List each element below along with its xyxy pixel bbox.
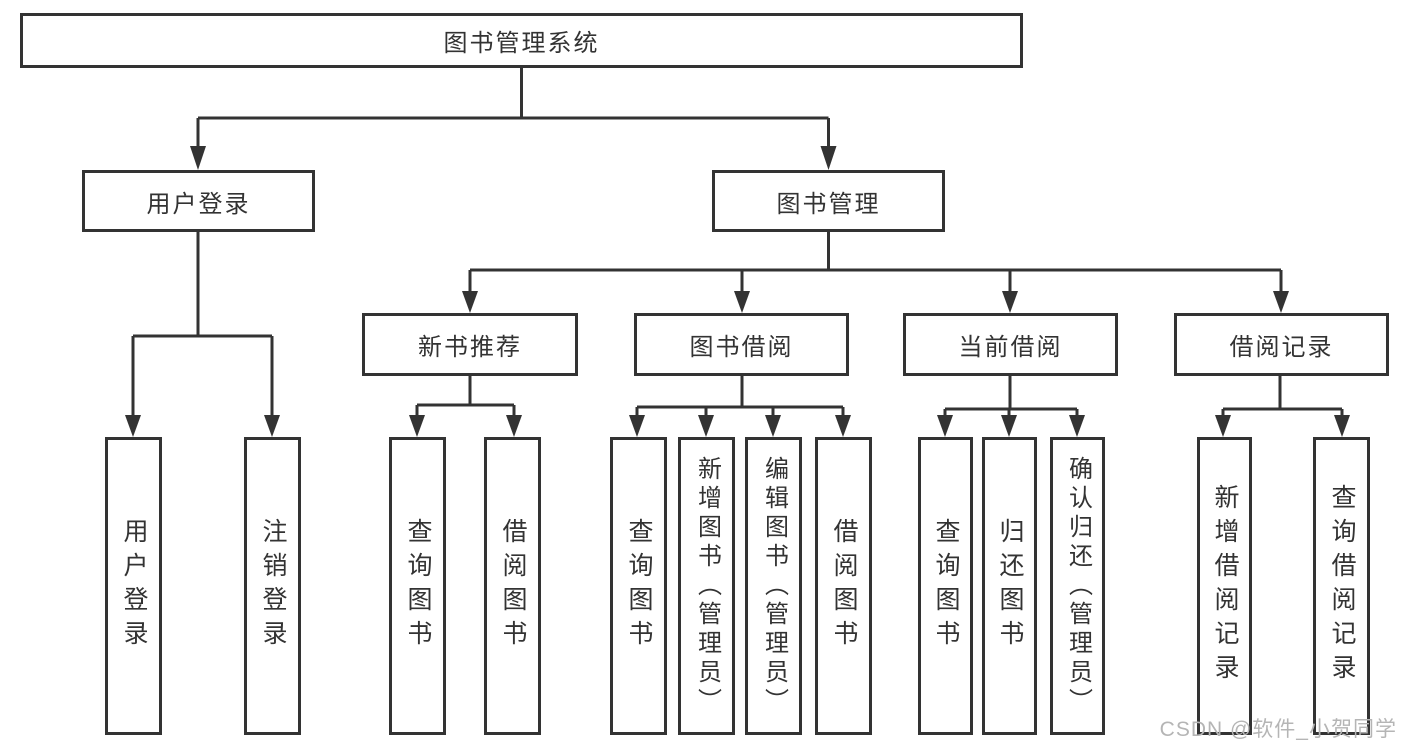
leaf-add-borrow-record: 新增借阅记录 xyxy=(1197,437,1252,735)
leaf-borrow-book-recommend: 借阅图书 xyxy=(484,437,541,735)
csdn-watermark: CSDN @软件_小贺同学 xyxy=(1159,718,1397,741)
connector-book-borrow-to-leaves xyxy=(629,376,851,437)
arrowhead xyxy=(629,415,645,437)
arrowhead xyxy=(1002,291,1018,313)
arrowhead xyxy=(1215,415,1231,437)
connector-borrow-records-to-leaves xyxy=(1215,376,1350,437)
node-current-borrow: 当前借阅 xyxy=(903,313,1118,376)
node-new-book-recommend: 新书推荐 xyxy=(362,313,578,376)
connector-new-book-recommend-to-leaves xyxy=(409,376,522,437)
arrowhead xyxy=(835,415,851,437)
arrowhead xyxy=(1069,415,1085,437)
leaf-logout: 注销登录 xyxy=(244,437,301,735)
leaf-edit-book-admin: 编辑图书（管理员） xyxy=(745,437,802,735)
leaf-add-book-admin: 新增图书（管理员） xyxy=(678,437,735,735)
connector-root-to-level2 xyxy=(190,68,837,170)
leaf-query-borrow-record: 查询借阅记录 xyxy=(1313,437,1370,735)
leaf-query-book-borrow: 查询图书 xyxy=(610,437,667,735)
leaf-borrow-book: 借阅图书 xyxy=(815,437,872,735)
arrowhead xyxy=(125,415,141,437)
connector-user-login-to-leaves xyxy=(125,232,280,437)
arrowhead xyxy=(820,146,837,170)
arrowhead xyxy=(734,291,750,313)
leaf-query-book-recommend: 查询图书 xyxy=(389,437,446,735)
connector-current-borrow-to-leaves xyxy=(937,376,1085,437)
leaf-query-book-current: 查询图书 xyxy=(918,437,973,735)
arrowhead xyxy=(1273,291,1289,313)
arrowhead xyxy=(765,415,781,437)
arrowhead xyxy=(1001,415,1017,437)
arrowhead xyxy=(409,415,425,437)
leaf-return-book: 归还图书 xyxy=(982,437,1037,735)
arrowhead xyxy=(190,146,206,170)
node-book-borrow: 图书借阅 xyxy=(634,313,849,376)
arrowhead xyxy=(506,415,522,437)
connector-book-management-to-level3 xyxy=(462,232,1289,313)
arrowhead xyxy=(462,291,478,313)
leaf-confirm-return-admin: 确认归还（管理员） xyxy=(1050,437,1105,735)
arrowhead xyxy=(1334,415,1350,437)
leaf-user-login: 用户登录 xyxy=(105,437,162,735)
arrowhead xyxy=(264,415,280,437)
node-user-login: 用户登录 xyxy=(82,170,315,232)
node-borrow-records: 借阅记录 xyxy=(1174,313,1389,376)
arrowhead xyxy=(698,415,714,437)
arrowhead xyxy=(937,415,953,437)
node-root-library-management-system: 图书管理系统 xyxy=(20,13,1023,68)
node-book-management: 图书管理 xyxy=(712,170,945,232)
